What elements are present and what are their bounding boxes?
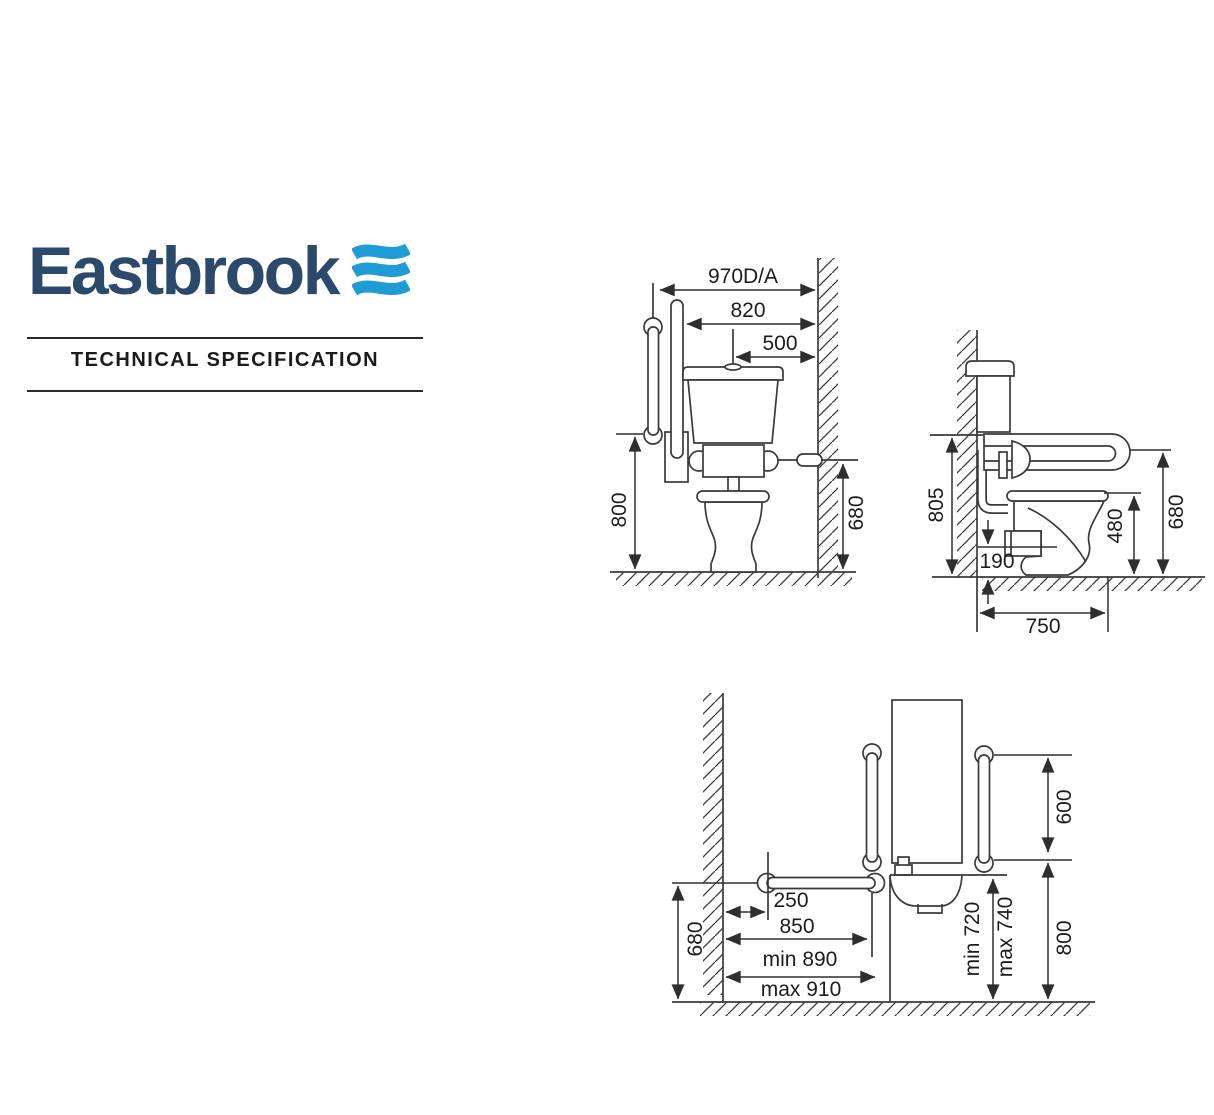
dim-label-rail-top-height: 805 — [925, 487, 948, 523]
dim-label-side-rail-height: 680 — [1165, 494, 1188, 530]
wave-icon — [352, 243, 410, 296]
dim-label-width-min: min 890 — [762, 948, 838, 971]
flush-lever-pin — [998, 451, 1008, 479]
dim-label-basin-rail-height: 680 — [684, 921, 707, 957]
front-elevation-drawing — [610, 258, 858, 586]
cistern — [965, 360, 1015, 433]
bowl-contour — [1027, 507, 1087, 563]
left-vertical-grab-rail — [862, 743, 882, 872]
basin-view-dimensions — [671, 754, 1072, 1000]
dim-label-seat-height: 480 — [1104, 508, 1127, 544]
cistern — [682, 329, 784, 444]
side-view-dimensions — [945, 437, 1171, 632]
dim-label-holder-height: 680 — [845, 495, 868, 531]
toilet-paper-holder — [688, 444, 858, 478]
dim-label-front-rail-height: 800 — [608, 492, 631, 528]
toilet-seat — [696, 490, 770, 503]
dim-label-vertical-rail-length: 600 — [1053, 789, 1076, 825]
divider-bottom — [27, 390, 423, 392]
toilet-pan — [1004, 490, 1109, 576]
dim-label-cistern-width: 820 — [730, 299, 766, 322]
wall-hatch — [818, 258, 838, 576]
flush-lever — [1011, 439, 1031, 480]
drop-down-rail — [664, 299, 689, 483]
wall-hatch — [957, 330, 977, 577]
basin — [889, 856, 1007, 1002]
dim-label-projection: 750 — [1025, 615, 1061, 638]
toilet-pan — [696, 476, 770, 573]
wall-hatch — [703, 693, 723, 995]
brand-logo-text: Eastbrook — [28, 233, 341, 309]
dim-label-outlet-height: 190 — [979, 550, 1015, 573]
basin-trap — [917, 904, 943, 914]
basin-elevation-drawing — [671, 693, 1095, 1016]
vertical-grab-rail — [643, 283, 663, 445]
right-vertical-grab-rail — [974, 745, 994, 873]
tap-base — [894, 864, 913, 876]
dim-label-rail-length: 850 — [779, 915, 815, 938]
front-view-dimensions — [616, 283, 850, 570]
toilet-seat — [1006, 490, 1109, 502]
horizontal-grab-rail — [756, 852, 886, 920]
dim-label-overall-width: 970D/A — [707, 265, 779, 288]
mirror — [891, 699, 963, 864]
dim-label-basin-height-max: max 740 — [994, 896, 1017, 978]
page-title: TECHNICAL SPECIFICATION — [70, 349, 380, 371]
dim-label-width-max: max 910 — [760, 978, 842, 1001]
divider-top — [27, 337, 423, 339]
rail-bracket — [977, 450, 1008, 514]
floor-hatch — [982, 577, 1202, 591]
dim-label-rail-bottom-height: 800 — [1053, 920, 1076, 956]
dim-label-rail-wall-offset: 250 — [773, 889, 809, 912]
basin-bowl — [889, 874, 963, 907]
fold-up-rail — [983, 433, 1131, 480]
wall-roll-holder — [796, 453, 823, 467]
floor-hatch — [700, 1002, 1090, 1016]
dim-label-basin-height-min: min 720 — [961, 901, 984, 977]
dim-label-flush-offset: 500 — [762, 332, 798, 355]
flush-button — [724, 363, 742, 371]
side-elevation-drawing — [930, 330, 1205, 632]
floor-hatch — [616, 572, 852, 586]
